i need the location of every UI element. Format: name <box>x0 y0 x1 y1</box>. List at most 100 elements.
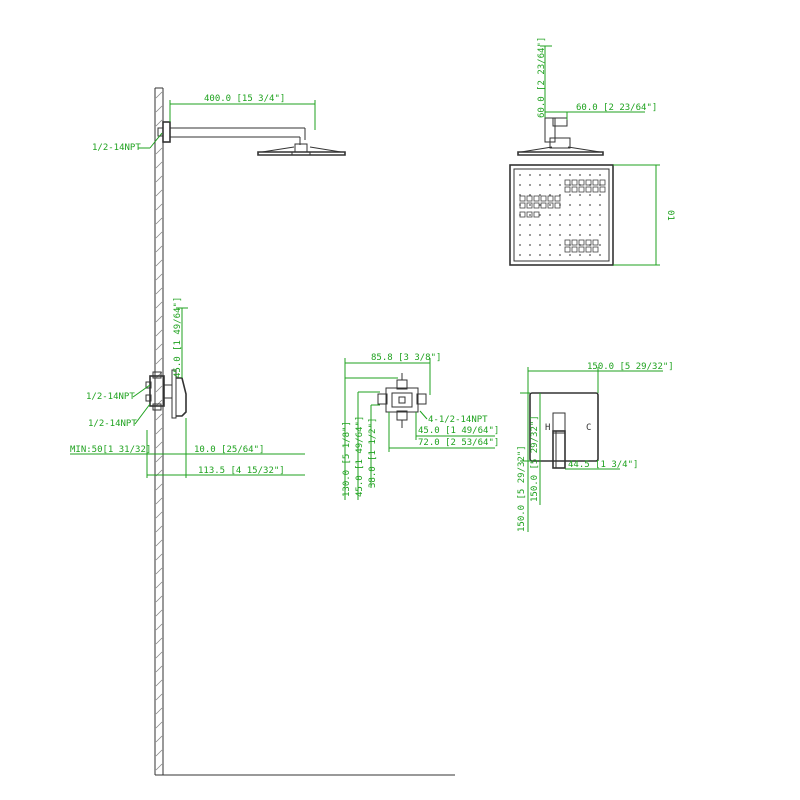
nozzle-dot <box>599 204 601 206</box>
nozzle-dot <box>589 204 591 206</box>
valve-depth-dimension: 45.0 [1 49/64"] <box>173 297 188 378</box>
nozzle-dot <box>559 214 561 216</box>
nozzle-cell <box>592 239 599 246</box>
wall-hatch-mark <box>155 581 163 589</box>
wall-hatch-mark <box>155 637 163 645</box>
nozzle-dot <box>569 204 571 206</box>
nozzle-cell <box>585 179 592 186</box>
nozzle-dot <box>549 184 551 186</box>
nozzle-cell <box>585 246 592 253</box>
body-ports-callout: 4-1/2-14NPT 45.0 [1 49/64"] 72.0 [2 53/6… <box>388 410 499 452</box>
nozzle-dot <box>599 254 601 256</box>
nozzle-dot <box>529 214 531 216</box>
wall-hatch-mark <box>155 595 163 603</box>
nozzle-cell <box>554 202 561 209</box>
head-height-label: 60.0 [2 23/64"] <box>537 37 547 118</box>
shower-arm <box>157 121 306 145</box>
wall-hatch-mark <box>155 455 163 463</box>
arm-length-label: 400.0 [15 3/4"] <box>204 94 285 104</box>
arm-npt-callout: 1/2-14NPT <box>92 132 163 153</box>
nozzle-dot <box>599 224 601 226</box>
nozzle-dot <box>599 214 601 216</box>
nozzle-cell <box>519 202 526 209</box>
wall-hatch-mark <box>155 525 163 533</box>
rain-shower-head-side <box>257 143 346 156</box>
nozzle-cell <box>540 195 547 202</box>
wall-hatch-mark <box>155 483 163 491</box>
head-depth-label: 60.0 [2 23/64"] <box>576 103 657 113</box>
wall-hatch-mark <box>155 203 163 211</box>
nozzle-cell <box>585 186 592 193</box>
wall-hatch-mark <box>155 679 163 687</box>
body-height-dimensions: 130.0 [5 1/8"] 45.0 [1 49/64"] 38.0 [1 1… <box>342 377 398 500</box>
nozzle-dot <box>599 174 601 176</box>
wall-hatch-mark <box>155 119 163 127</box>
wall-hatch-mark <box>155 175 163 183</box>
nozzle-dot <box>569 234 571 236</box>
nozzle-dot <box>539 204 541 206</box>
nozzle-dot <box>549 244 551 246</box>
nozzle-dot <box>519 184 521 186</box>
wall-hatch-mark <box>155 273 163 281</box>
nozzle-dot <box>589 214 591 216</box>
nozzle-dot <box>559 174 561 176</box>
wall-hatch-mark <box>155 553 163 561</box>
nozzle-dot <box>569 254 571 256</box>
nozzle-dot <box>549 214 551 216</box>
nozzle-cell <box>585 239 592 246</box>
wall-hatch-mark <box>155 217 163 225</box>
nozzle-dot <box>549 224 551 226</box>
wall-hatch-mark <box>155 189 163 197</box>
nozzle-dot <box>579 224 581 226</box>
wall-hatch-mark <box>155 693 163 701</box>
nozzle-dot <box>549 194 551 196</box>
nozzle-cell <box>519 195 526 202</box>
nozzle-dot <box>599 244 601 246</box>
wall-hatch-mark <box>155 721 163 729</box>
wall-hatch-mark <box>155 749 163 757</box>
nozzle-cell <box>578 179 585 186</box>
nozzle-dot <box>599 194 601 196</box>
nozzle-dot <box>549 174 551 176</box>
body-port-span-label: 72.0 [2 53/64"] <box>418 438 499 448</box>
nozzle-cell <box>526 202 533 209</box>
wall-hatch-mark <box>155 329 163 337</box>
head-square-label: 01 <box>665 210 675 221</box>
wall-hatch-mark <box>155 399 163 407</box>
nozzle-cell <box>533 211 540 218</box>
nozzle-dot <box>589 234 591 236</box>
nozzle-dot <box>539 234 541 236</box>
cold-mark: C <box>586 423 591 433</box>
trim-projection-dimension: 113.5 [4 15/32"] <box>147 466 305 476</box>
body-ports-label: 4-1/2-14NPT <box>428 415 488 425</box>
wall-hatch-mark <box>155 385 163 393</box>
nozzle-cell <box>592 186 599 193</box>
nozzle-dot <box>579 174 581 176</box>
nozzle-cell <box>599 186 606 193</box>
nozzle-dot <box>519 194 521 196</box>
arm-npt-label: 1/2-14NPT <box>92 143 141 153</box>
wall-hatch-mark <box>155 665 163 673</box>
nozzle-dot <box>589 194 591 196</box>
nozzle-cell <box>571 239 578 246</box>
nozzle-dot <box>529 184 531 186</box>
valve-upper-npt-label: 1/2-14NPT <box>86 392 135 402</box>
rain-shower-head-side-small <box>517 117 604 156</box>
wall-hatch-mark <box>155 287 163 295</box>
body-lower-height-label: 38.0 [1 1/2"] <box>368 418 378 488</box>
nozzle-dot <box>519 234 521 236</box>
handle-depth-dimension: 44.5 [1 3/4"] <box>565 460 638 470</box>
nozzle-cell <box>564 186 571 193</box>
valve-lower-npt-label: 1/2-14NPT <box>88 419 137 429</box>
nozzle-dot <box>589 224 591 226</box>
wall-hatch-mark <box>155 623 163 631</box>
wall-hatch-mark <box>155 413 163 421</box>
hot-mark: H <box>545 423 550 433</box>
nozzle-dot <box>559 254 561 256</box>
nozzle-cell <box>547 195 554 202</box>
wall-hatch-mark <box>155 427 163 435</box>
nozzle-dot <box>529 234 531 236</box>
nozzle-cell <box>578 239 585 246</box>
nozzle-dot <box>529 224 531 226</box>
